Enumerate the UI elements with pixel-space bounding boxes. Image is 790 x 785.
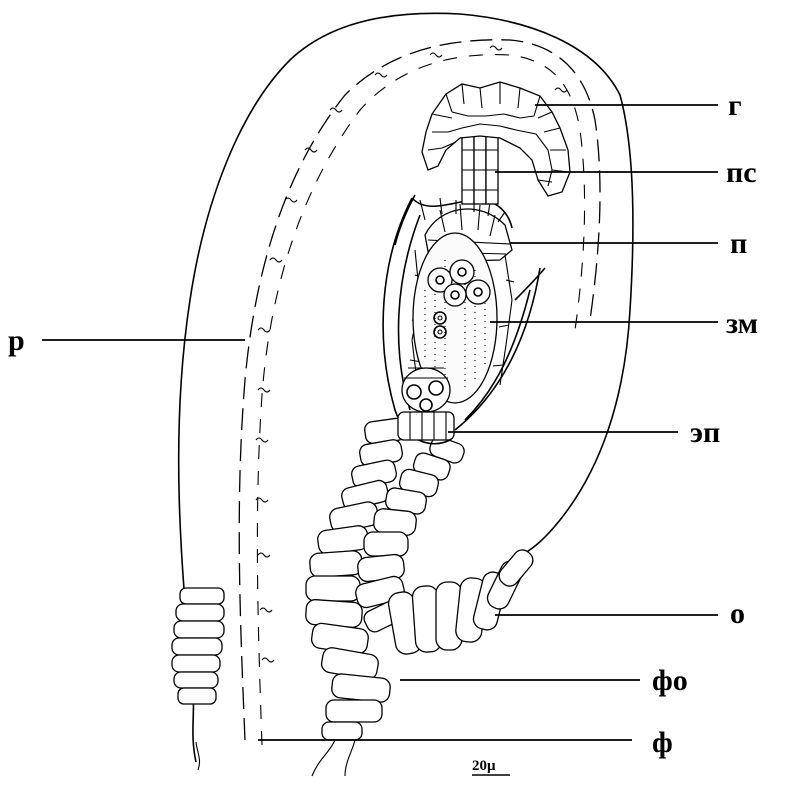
label-ps: пс — [726, 156, 757, 189]
label-r: р — [8, 324, 25, 357]
stalk-cells — [462, 130, 498, 204]
embryo-sac — [383, 198, 540, 444]
label-fo: фо — [652, 664, 688, 697]
label-f: ф — [652, 726, 673, 759]
outer-integument-cells — [387, 546, 537, 656]
label-ep: эп — [690, 416, 720, 449]
label-o: о — [730, 597, 745, 630]
scale-bar-label: 20μ — [472, 758, 496, 774]
label-zm: зм — [726, 307, 758, 340]
left-cell-column — [172, 588, 224, 704]
scale-bar: 20μ — [472, 758, 510, 775]
label-g: г — [728, 89, 742, 122]
label-p: п — [730, 227, 747, 260]
